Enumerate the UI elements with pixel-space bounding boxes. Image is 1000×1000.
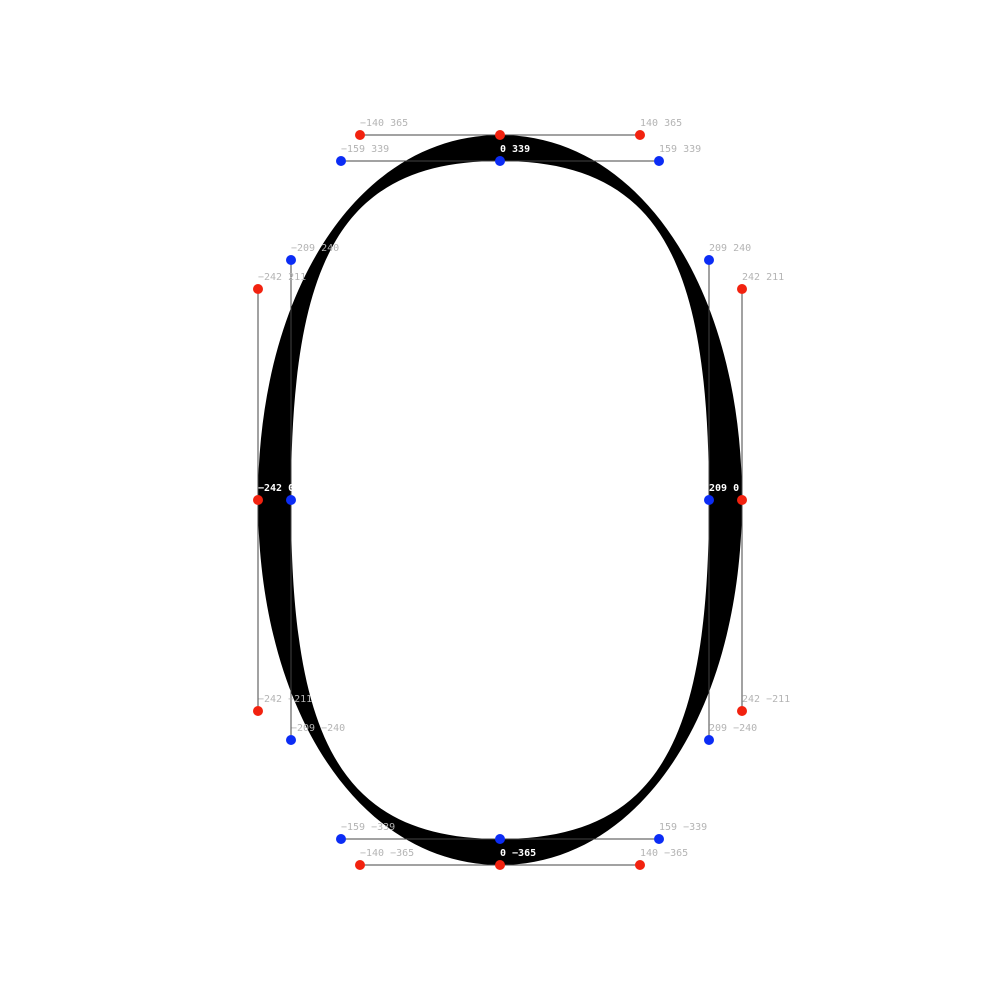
outer-anchor-label-bottom: 0 −365 [500,848,536,859]
inner-anchor-label-left: −209 0 [291,483,327,494]
inner-handle-point-bottom-right[interactable] [654,834,664,844]
inner-handle-label-bottom-left: −159 −339 [341,822,395,833]
inner-handle-point-left-top[interactable] [286,255,296,265]
outer-handle-label-right-bottom: 242 −211 [742,694,790,705]
outer-handle-label-bottom-left: −140 −365 [360,848,414,859]
control-points [253,130,747,870]
coordinate-labels: 0 365 242 0 0 −365 −242 0 −140 365 140 365 242… [258,118,790,859]
outer-anchor-label-left: −242 0 [258,483,294,494]
inner-handle-label-right-top: 209 240 [709,243,751,254]
outer-handle-point-bottom-left[interactable] [355,860,365,870]
outer-anchor-label-top: 0 365 [500,118,530,129]
inner-handle-label-right-bottom: 209 −240 [709,723,757,734]
outer-anchor-point-top[interactable] [495,130,505,140]
outer-handle-point-top-right[interactable] [635,130,645,140]
outer-handle-point-right-bottom[interactable] [737,706,747,716]
outer-handle-point-bottom-right[interactable] [635,860,645,870]
outer-handle-label-right-top: 242 211 [742,272,784,283]
inner-handle-label-top-right: 159 339 [659,144,701,155]
inner-handle-label-left-bottom: −209 −240 [291,723,345,734]
inner-anchor-point-left[interactable] [286,495,296,505]
outer-anchor-point-left[interactable] [253,495,263,505]
outer-handle-label-bottom-right: 140 −365 [640,848,688,859]
inner-anchor-point-top[interactable] [495,156,505,166]
inner-handle-point-bottom-left[interactable] [336,834,346,844]
inner-anchor-label-right: 209 0 [709,483,739,494]
handle-lines [257,134,743,866]
inner-handle-point-right-top[interactable] [704,255,714,265]
outer-handle-label-top-right: 140 365 [640,118,682,129]
inner-handle-point-left-bottom[interactable] [286,735,296,745]
inner-anchor-label-top: 0 339 [500,144,530,155]
inner-handle-label-left-top: −209 240 [291,243,339,254]
inner-anchor-label-bottom: 0 −339 [500,822,536,833]
inner-handle-point-top-right[interactable] [654,156,664,166]
inner-anchor-point-right[interactable] [704,495,714,505]
outer-anchor-label-right: 242 0 [742,483,772,494]
inner-anchor-point-bottom[interactable] [495,834,505,844]
outer-handle-point-left-top[interactable] [253,284,263,294]
inner-handle-label-top-left: −159 339 [341,144,389,155]
outer-handle-point-right-top[interactable] [737,284,747,294]
outer-handle-label-top-left: −140 365 [360,118,408,129]
inner-handle-point-top-left[interactable] [336,156,346,166]
outer-anchor-point-right[interactable] [737,495,747,505]
outer-handle-label-left-bottom: −242 −211 [258,694,312,705]
inner-handle-point-right-bottom[interactable] [704,735,714,745]
outer-anchor-point-bottom[interactable] [495,860,505,870]
outer-handle-label-left-top: −242 211 [258,272,306,283]
inner-handle-label-bottom-right: 159 −339 [659,822,707,833]
outer-handle-point-top-left[interactable] [355,130,365,140]
outer-handle-point-left-bottom[interactable] [253,706,263,716]
